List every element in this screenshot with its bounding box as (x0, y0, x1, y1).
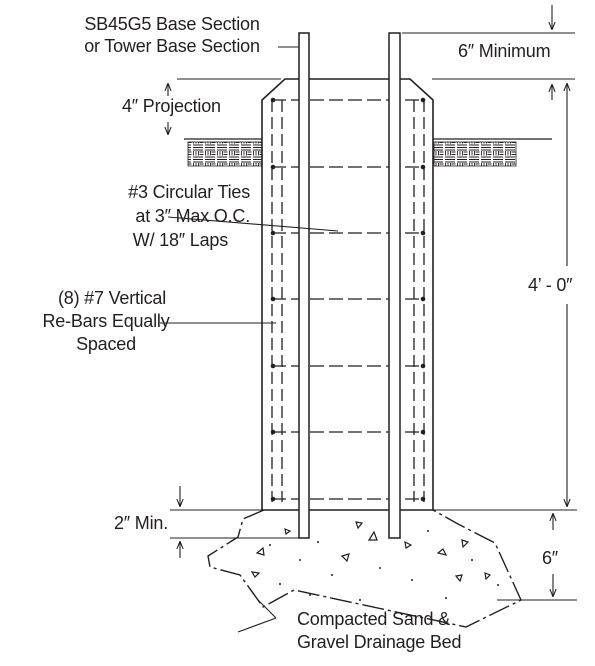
base-section-label-2: or Tower Base Section (84, 36, 260, 56)
rebar-label-3: Spaced (76, 334, 136, 354)
dimension-marks (168, 5, 577, 601)
base-section-label-1: SB45G5 Base Section (84, 14, 260, 34)
two-inch-min-label: 2″ Min. (114, 513, 168, 533)
bed-depth-label: 6″ (542, 548, 558, 568)
drainage-bed-label-2: Gravel Drainage Bed (297, 632, 462, 652)
gravel-triangles (250, 521, 492, 583)
drainage-bed (207, 509, 522, 628)
ties-label-1: #3 Circular Ties (128, 182, 250, 202)
ties-label-2: at 3″ Max O.C. (135, 206, 250, 226)
ties-label-3: W/ 18″ Laps (132, 230, 228, 250)
gravel-dots (269, 524, 499, 601)
rebar-label-2: Re-Bars Equally (42, 311, 170, 331)
leader-lines (160, 46, 339, 633)
projection-label: 4″ Projection (122, 96, 221, 116)
ground-hatch-right (433, 141, 517, 167)
rebar-cage (270, 97, 426, 502)
rebar-label-1: (8) #7 Vertical (57, 288, 167, 308)
ground-hatch-left (187, 141, 263, 167)
minimum-label: 6″ Minimum (458, 41, 551, 61)
depth-label: 4’ - 0″ (528, 275, 573, 295)
concrete-pier (261, 78, 434, 511)
base-section-legs (298, 32, 401, 539)
ground-surface (184, 138, 552, 167)
drainage-bed-label-1: Compacted Sand & (297, 609, 450, 629)
